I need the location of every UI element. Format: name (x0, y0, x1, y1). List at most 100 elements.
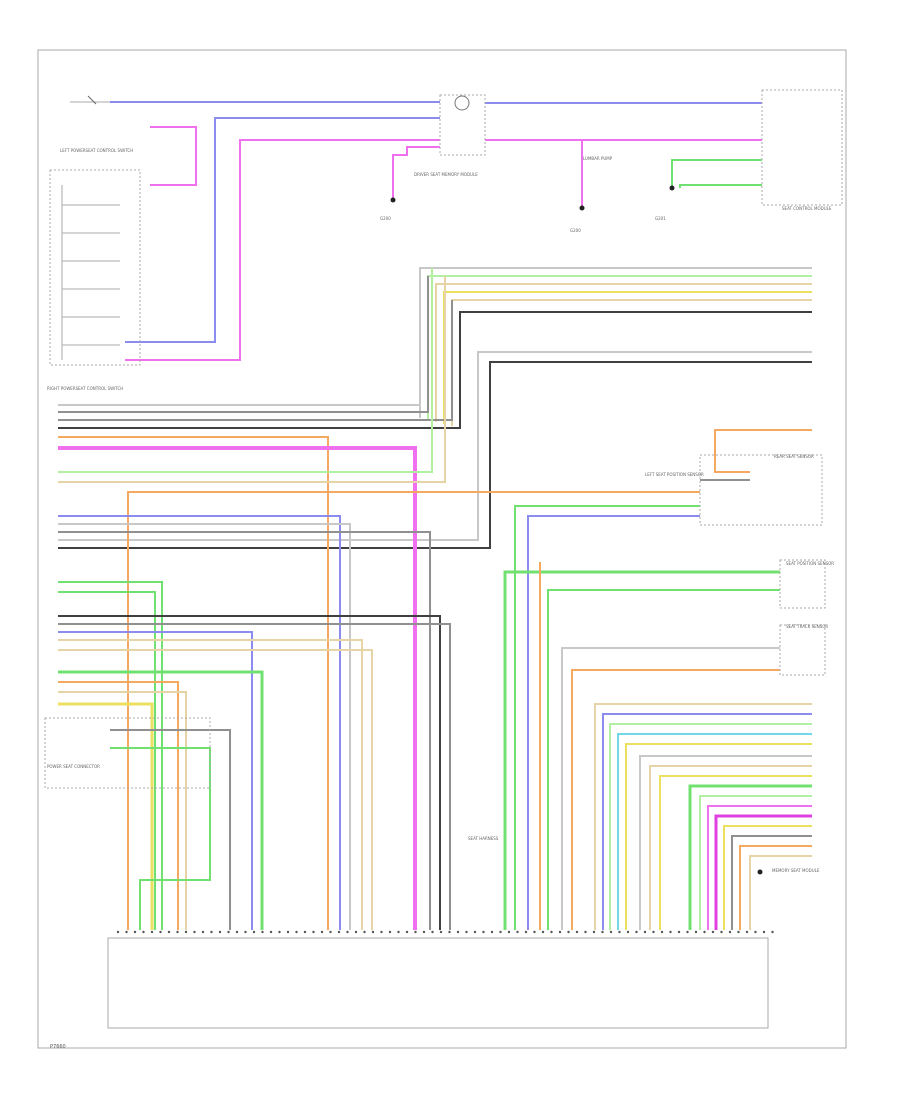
ground-icon-2 (579, 205, 585, 211)
seat-position-label-2: SEAT TRACK SENSOR (786, 624, 828, 629)
wire-pink-3 (150, 126, 197, 186)
connector-pin (371, 930, 375, 934)
motor-icon (454, 95, 470, 111)
wire-yellow-42 (58, 702, 154, 930)
wire-orange-23 (58, 436, 329, 930)
connector-pin (465, 930, 468, 934)
left-switch-box (49, 169, 141, 366)
connector-pin (210, 930, 213, 934)
wire-pink-24 (58, 446, 417, 930)
connector-pin (584, 930, 587, 934)
ground-icon-4 (757, 869, 763, 875)
connector-pin (227, 930, 230, 934)
connector-pin (626, 930, 630, 934)
power-seat-connector-box (44, 717, 211, 789)
ground-label-3: G201 (655, 216, 666, 221)
connector-pin (575, 930, 579, 934)
wire-green-32 (58, 581, 163, 930)
connector-pin (694, 930, 698, 934)
connector-pin (414, 930, 417, 934)
wire-green-45 (514, 505, 700, 930)
connector-pin (218, 930, 222, 934)
memory-module-label: MEMORY SEAT MODULE (772, 868, 820, 873)
seat-position-box-2 (779, 624, 826, 676)
connector-pin (116, 930, 120, 934)
memory-module-box (107, 937, 769, 1029)
seat-position-label-1: SEAT POSITION SENSOR (786, 561, 834, 566)
connector-pin (363, 930, 366, 934)
connector-pin (125, 930, 128, 934)
wire-green-49 (547, 589, 780, 930)
connector-pin (745, 930, 749, 934)
connector-pin (235, 930, 239, 934)
connector-pin (142, 930, 145, 934)
wire-blue-29 (58, 515, 341, 930)
ground-label-1: G200 (380, 216, 391, 221)
wire-orange-27 (127, 491, 700, 930)
wire-lightgray-58 (639, 755, 812, 930)
wire-gray-35 (58, 623, 451, 930)
wire-darkgray-34 (58, 615, 441, 930)
wire-pink-63 (707, 805, 812, 930)
connector-pin (507, 930, 511, 934)
wire-green-44 (110, 747, 211, 930)
diagram-frame (37, 49, 847, 1049)
connector-pin (354, 930, 358, 934)
wire-tan-68 (749, 855, 812, 930)
connector-pin (278, 930, 281, 934)
wire-tan-59 (649, 765, 812, 930)
wire-gray-31 (58, 531, 431, 930)
connector-pin (609, 930, 613, 934)
wire-darkgray-22 (58, 361, 812, 549)
connector-pin (592, 930, 596, 934)
connector-pin (652, 930, 655, 934)
switch-icon (87, 95, 97, 105)
labels-layer: LEFT POWERSEAT CONTROL SWITCH RIGHT POWE… (47, 148, 834, 1050)
connector-pin (482, 930, 485, 934)
connector-pin (159, 930, 162, 934)
wire-orange-67 (739, 845, 812, 930)
connector-pin (244, 930, 247, 934)
connector-pin (660, 930, 664, 934)
wire-lightgreen-25 (58, 268, 433, 473)
connector-pin (703, 930, 706, 934)
wire-green-48 (503, 570, 780, 930)
connector-pin (533, 930, 536, 934)
ground-icon-3 (669, 185, 675, 191)
connector-pin (669, 930, 672, 934)
wire-gray-18 (58, 276, 429, 413)
connector-pin (737, 930, 740, 934)
connector-pin (133, 930, 137, 934)
wire-pink-4 (125, 139, 440, 361)
wire-tan-37 (58, 639, 363, 930)
connector-pin (754, 930, 757, 934)
connector-pin (643, 930, 647, 934)
connector-pin (524, 930, 528, 934)
wire-green-10 (679, 184, 762, 188)
wire-green-33 (58, 591, 156, 930)
wires-layer (58, 101, 812, 930)
connector-pin (388, 930, 392, 934)
wire-blue-54 (602, 713, 812, 930)
connector-pin (567, 930, 570, 934)
connector-pin (346, 930, 349, 934)
wire-green-9 (671, 159, 762, 188)
rear-sensor-box (699, 454, 823, 526)
wire-gray-66 (731, 835, 812, 930)
wire-orange-28 (714, 429, 812, 473)
connector-pin (422, 930, 426, 934)
wire-tan-41 (58, 691, 187, 930)
right-connector-label: SEAT CONTROL MODULE (782, 206, 832, 211)
connector-pin (601, 930, 604, 934)
connector-pin (286, 930, 290, 934)
connector-pin (431, 930, 434, 934)
connector-pin (167, 930, 171, 934)
wire-lightgray-30 (58, 523, 351, 930)
connector-pin (405, 930, 409, 934)
wire-yellow-65 (723, 825, 812, 930)
ground-label-2: G200 (570, 228, 581, 233)
left-sensor-label: LEFT SEAT POSITION SENSOR (645, 472, 704, 477)
connector-pin (550, 930, 553, 934)
wire-tan-38 (58, 649, 373, 930)
